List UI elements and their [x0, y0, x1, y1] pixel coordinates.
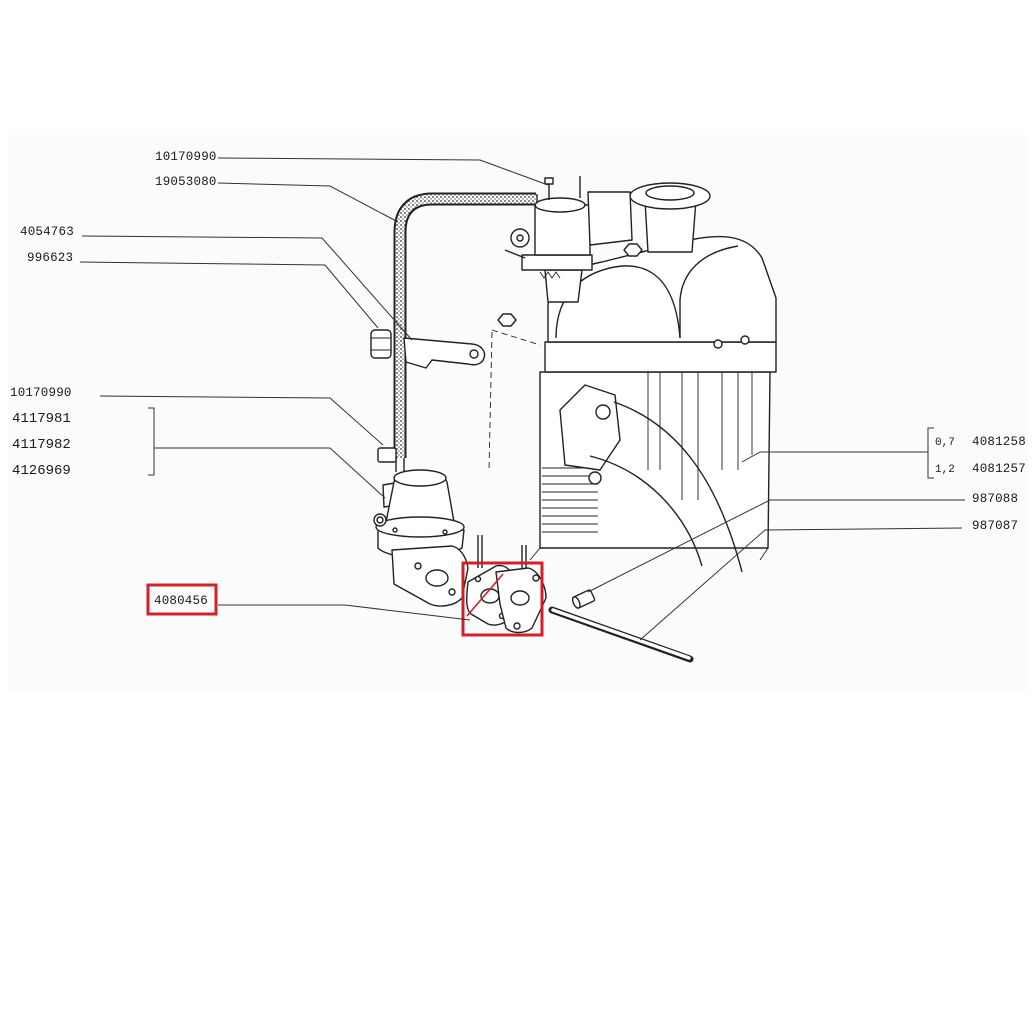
- rocker-cover-dome: [555, 265, 681, 339]
- bracket-bolt-hole: [469, 349, 479, 359]
- pump-group-bracket: [148, 407, 155, 476]
- cylinder-head: [544, 341, 777, 373]
- callout-label: 4081258: [972, 435, 1026, 449]
- leader-line: [218, 604, 471, 621]
- callout-label: 987088: [972, 492, 1018, 506]
- rib: [647, 372, 661, 470]
- carburetor: [504, 176, 633, 303]
- sleeve-end: [571, 596, 581, 609]
- sump-edge: [529, 547, 769, 561]
- leader-line: [217, 182, 399, 223]
- intake-manifold: [544, 269, 583, 303]
- pump-flange-hole: [414, 562, 422, 570]
- choke-lever: [510, 228, 530, 248]
- pump-diaphragm-flange: [375, 516, 465, 538]
- gasket-thickness: 1,2: [935, 464, 955, 476]
- block-ribs: [647, 372, 753, 500]
- callout-label: 19053080: [155, 175, 217, 189]
- carb-air-horn: [534, 197, 586, 213]
- pump-part-label: 4117981: [12, 411, 71, 427]
- cylinder-fins: [542, 467, 598, 533]
- cover-bolt: [740, 335, 750, 345]
- callout-label: 996623: [27, 251, 73, 265]
- leader-line: [741, 451, 928, 463]
- highlighted-label-box: [146, 583, 218, 616]
- oil-filler-cap-top: [645, 185, 695, 201]
- nut: [623, 243, 643, 257]
- callout-label: 10170990: [10, 386, 72, 400]
- callout-label: 4054763: [20, 225, 74, 239]
- rubber-grommet: [370, 329, 392, 359]
- fuel-hose-fill: [395, 194, 536, 458]
- throttle-spring: [539, 271, 561, 279]
- fuel-pump: [373, 469, 469, 607]
- rod-fill: [551, 608, 691, 660]
- leader-line: [587, 499, 965, 593]
- hose-clamp: [377, 447, 397, 463]
- carb-base-flange: [521, 254, 593, 271]
- nut: [497, 313, 517, 327]
- highlighted-part-label[interactable]: 4080456: [154, 594, 208, 608]
- gasket-thickness: 0,7: [935, 437, 955, 449]
- pump-outlet-bore: [376, 516, 384, 524]
- leader-line: [639, 527, 963, 641]
- callout-labels: 10170990 19053080 4054763 996623 1017099…: [10, 150, 1026, 616]
- rib: [681, 372, 699, 500]
- leader-line: [81, 235, 413, 341]
- grommet-groove: [371, 337, 391, 351]
- exhaust-pipe-inner: [589, 455, 703, 567]
- gasket-set[interactable]: [461, 561, 547, 637]
- spacer-sleeve: [571, 589, 596, 609]
- choke-pivot: [516, 234, 524, 242]
- grommet-body: [370, 329, 392, 359]
- right-group-bracket: [927, 427, 934, 479]
- carb-fitting: [544, 177, 554, 185]
- rocker-cover-ridge: [679, 245, 739, 338]
- leader-lines: [79, 157, 965, 641]
- gasket-b-hole: [513, 622, 521, 630]
- oil-filler-cap: [629, 182, 711, 210]
- pump-top-cap: [393, 469, 447, 487]
- cover-bolt: [713, 339, 723, 349]
- float-chamber: [587, 191, 633, 246]
- pump-flange-bore: [425, 569, 449, 587]
- rib: [721, 372, 739, 470]
- callout-label: 10170990: [155, 150, 217, 164]
- throttle-linkage: [504, 249, 526, 259]
- pump-screw: [392, 527, 398, 533]
- highlight-slash: [466, 573, 504, 617]
- fuel-hose: [393, 192, 536, 472]
- callout-label: 987087: [972, 519, 1018, 533]
- leader-line: [154, 447, 386, 499]
- pump-screw: [442, 529, 448, 535]
- pump-part-label: 4117982: [12, 437, 71, 453]
- flange-stud: [588, 471, 602, 485]
- leader-line: [217, 157, 549, 186]
- callout-label: 4081257: [972, 462, 1026, 476]
- pump-flange-hole: [448, 588, 456, 596]
- flange-stud: [595, 404, 611, 420]
- crankcase-edge: [488, 329, 541, 471]
- engine-block: [488, 235, 777, 573]
- mounting-stud: [521, 545, 527, 572]
- pump-push-rod: [548, 606, 694, 663]
- gasket-b-hole: [532, 574, 540, 582]
- leader-line: [99, 395, 384, 446]
- pump-part-label: 4126969: [12, 463, 71, 479]
- gasket-b-bore: [510, 590, 530, 606]
- gasket-highlight-box: [461, 561, 544, 637]
- leader-line: [79, 261, 379, 329]
- gasket-a-hole: [474, 575, 482, 583]
- pump-outlet-fitting: [373, 513, 387, 527]
- oil-filler: [629, 182, 711, 253]
- fin: [542, 467, 598, 533]
- oil-filler-neck: [644, 199, 697, 253]
- exhaust-pipe-outer: [613, 401, 743, 573]
- hose-bracket: [403, 337, 486, 369]
